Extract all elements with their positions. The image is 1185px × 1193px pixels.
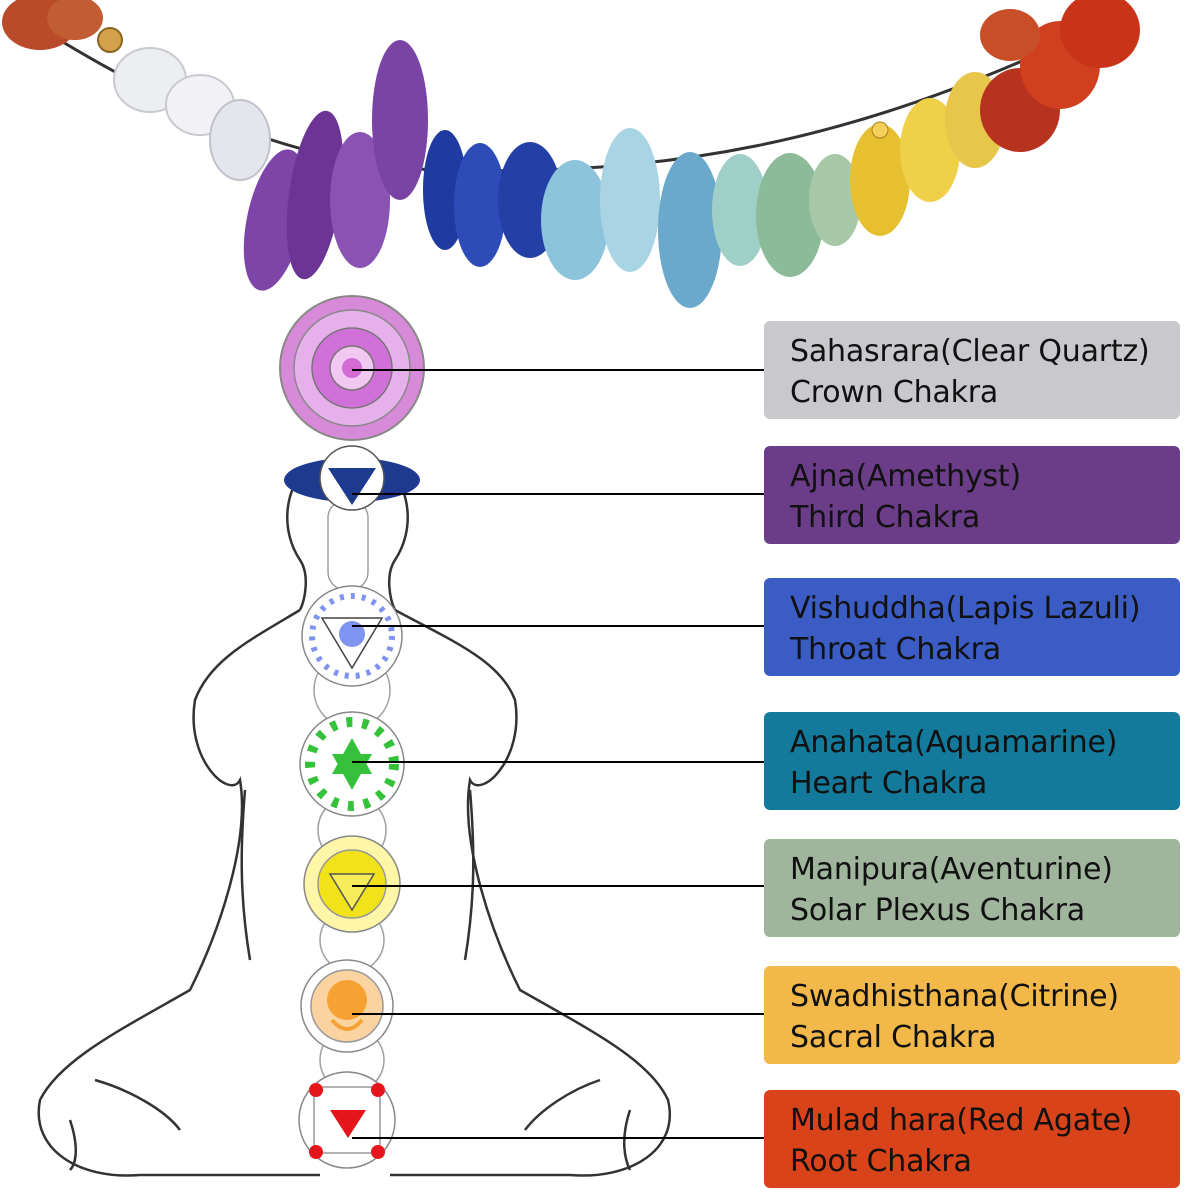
label-crown-chakra: Sahasrara(Clear Quartz) Crown Chakra bbox=[764, 321, 1180, 419]
chakra-name: Sahasrara(Clear Quartz) bbox=[790, 334, 1150, 369]
gemstone-bracelet bbox=[2, 0, 1140, 308]
label-throat-chakra: Vishuddha(Lapis Lazuli) Throat Chakra bbox=[764, 578, 1180, 676]
chakra-subtitle: Sacral Chakra bbox=[790, 1020, 997, 1055]
solar-plexus-chakra-symbol bbox=[303, 835, 401, 933]
chakra-subtitle: Third Chakra bbox=[790, 500, 981, 535]
third-eye-chakra-symbol bbox=[284, 445, 420, 511]
meditating-figure-outline bbox=[37, 469, 671, 1177]
chakra-subtitle: Heart Chakra bbox=[790, 766, 988, 801]
chakra-name: Swadhisthana(Citrine) bbox=[790, 979, 1119, 1014]
chakra-name: Ajna(Amethyst) bbox=[790, 459, 1021, 494]
root-chakra-symbol bbox=[298, 1071, 396, 1169]
chakra-subtitle: Crown Chakra bbox=[790, 375, 999, 410]
label-solar-plexus-chakra: Manipura(Aventurine) Solar Plexus Chakra bbox=[764, 839, 1180, 937]
label-heart-chakra: Anahata(Aquamarine) Heart Chakra bbox=[764, 712, 1180, 810]
chakra-name: Mulad hara(Red Agate) bbox=[790, 1103, 1133, 1138]
chakra-name: Anahata(Aquamarine) bbox=[790, 725, 1118, 760]
heart-chakra-symbol bbox=[299, 711, 405, 817]
crown-chakra-symbol bbox=[279, 295, 425, 441]
label-third-eye-chakra: Ajna(Amethyst) Third Chakra bbox=[764, 446, 1180, 544]
label-root-chakra: Mulad hara(Red Agate) Root Chakra bbox=[764, 1090, 1180, 1188]
chakra-subtitle: Root Chakra bbox=[790, 1144, 972, 1179]
chakra-subtitle: Throat Chakra bbox=[790, 632, 1001, 667]
chakra-name: Vishuddha(Lapis Lazuli) bbox=[790, 591, 1141, 626]
chakra-name: Manipura(Aventurine) bbox=[790, 852, 1113, 887]
throat-chakra-symbol bbox=[301, 585, 403, 687]
label-sacral-chakra: Swadhisthana(Citrine) Sacral Chakra bbox=[764, 966, 1180, 1064]
chakra-subtitle: Solar Plexus Chakra bbox=[790, 893, 1085, 928]
sacral-chakra-symbol bbox=[300, 959, 394, 1053]
